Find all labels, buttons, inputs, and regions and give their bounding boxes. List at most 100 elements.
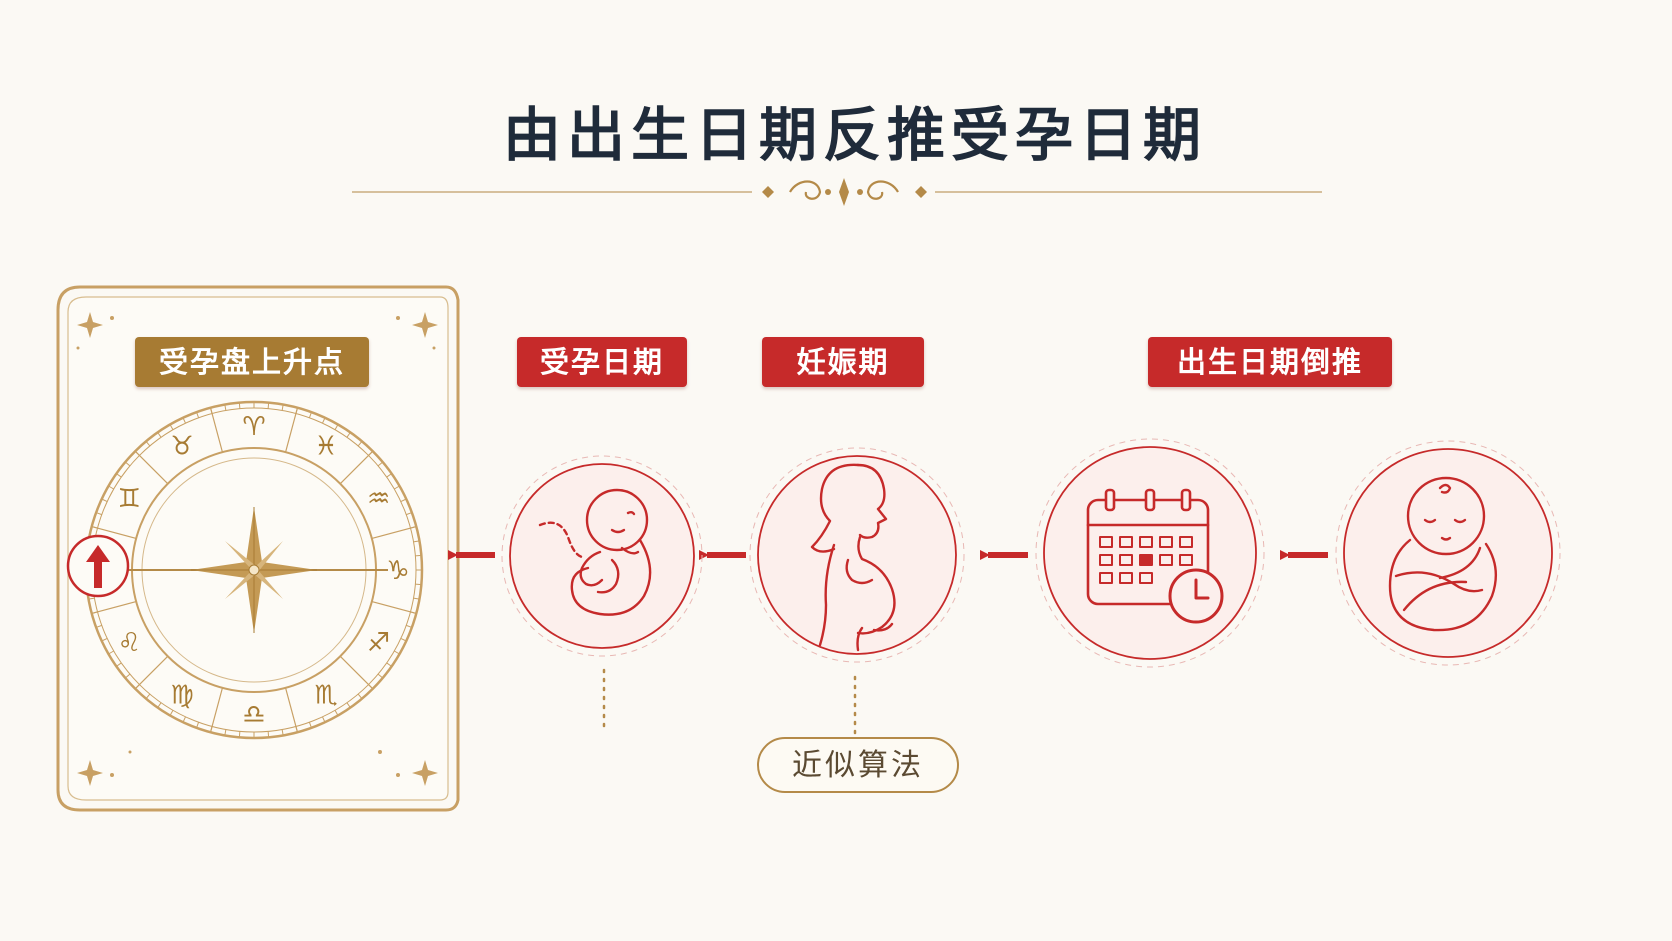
wheel-tick: [281, 729, 284, 736]
zodiac-sign-icon: ♍: [170, 681, 193, 711]
wheel-tick: [95, 624, 102, 628]
approx-method-badge: 近似算法: [757, 737, 959, 793]
wheel-tick: [368, 450, 374, 456]
calendar-cell: [1139, 554, 1153, 566]
swaddled-baby-icon: [1388, 476, 1498, 632]
wheel-tick: [238, 402, 241, 409]
wheel-tick: [334, 424, 339, 430]
calendar-cell: [1099, 536, 1113, 548]
zodiac-sign-icon: ♒: [367, 484, 390, 514]
wheel-tick: [386, 473, 392, 478]
zodiac-sign-icon: ♉: [170, 431, 193, 461]
label-conception-date: 受孕日期: [517, 337, 687, 387]
wheel-tick: [169, 424, 174, 430]
wheel-tick: [101, 638, 108, 642]
wheel-tick: [91, 526, 98, 529]
label-birth-date-reverse: 出生日期倒推: [1148, 337, 1392, 387]
wheel-spoke: [134, 655, 169, 690]
calendar-cell: [1139, 572, 1153, 584]
wheel-tick: [182, 417, 186, 424]
wheel-tick: [267, 402, 270, 409]
wheel-tick: [224, 729, 227, 736]
wheel-tick: [322, 716, 326, 723]
wheel-tick: [322, 417, 326, 424]
calendar-clock-icon: [1086, 488, 1224, 624]
calendar-cell: [1179, 554, 1193, 566]
zodiac-sign-icon: ♑: [386, 556, 409, 586]
wheel-tick: [295, 726, 298, 733]
pregnant-woman-icon: [810, 463, 896, 652]
wheel-tick: [281, 404, 284, 411]
calendar-cell: [1139, 536, 1153, 548]
wheel-tick: [346, 702, 351, 708]
wheel-tick: [95, 512, 102, 516]
wheel-tick: [400, 498, 407, 502]
circle-calendar: [1035, 438, 1265, 668]
wheel-tick: [224, 404, 227, 411]
calendar-cell: [1099, 572, 1113, 584]
wheel-tick: [91, 611, 98, 614]
wheel-tick: [116, 473, 122, 478]
calendar-cell: [1119, 554, 1133, 566]
wheel-tick: [210, 407, 213, 414]
wheel-spoke: [371, 600, 417, 615]
wheel-tick: [357, 693, 363, 700]
wheel-tick: [308, 411, 312, 418]
wheel-tick: [346, 432, 351, 438]
wheel-tick: [145, 693, 151, 700]
wheel-tick: [157, 702, 162, 708]
wheel-spoke: [371, 525, 417, 540]
wheel-spoke: [209, 407, 224, 453]
fetus-icon: [538, 488, 652, 616]
wheel-spoke: [339, 450, 374, 485]
wheel-tick: [295, 407, 298, 414]
wheel-tick: [357, 440, 363, 447]
wheel-spoke: [209, 687, 224, 733]
wheel-tick: [410, 611, 417, 614]
zodiac-sign-icon: ♌: [118, 628, 141, 658]
wheel-tick: [169, 710, 174, 716]
label-pregnancy: 妊娠期: [762, 337, 924, 387]
wheel-tick: [124, 461, 131, 467]
wheel-tick: [108, 485, 114, 490]
wheel-tick: [386, 662, 392, 667]
wheel-spoke: [284, 687, 299, 733]
wheel-tick: [415, 554, 422, 557]
wheel-tick: [394, 485, 400, 490]
title-divider: [352, 178, 1322, 206]
wheel-tick: [116, 662, 122, 667]
calendar-cell: [1099, 554, 1113, 566]
wheel-tick: [134, 450, 140, 456]
zodiac-sign-icon: ♊: [118, 484, 141, 514]
wheel-tick: [101, 498, 108, 502]
wheel-tick: [157, 432, 162, 438]
zodiac-sign-icon: ♎: [242, 700, 265, 730]
wheel-tick: [145, 440, 151, 447]
calendar-cell: [1179, 536, 1193, 548]
wheel-tick: [406, 624, 413, 628]
wheel-tick: [368, 684, 374, 690]
wheel-tick: [394, 650, 400, 655]
wheel-spoke: [284, 407, 299, 453]
wheel-tick: [400, 638, 407, 642]
wheel-tick: [415, 583, 422, 586]
dotted-connectors: [602, 668, 857, 737]
calendar-cell: [1159, 536, 1173, 548]
wheel-tick: [88, 597, 95, 600]
wheel-tick: [334, 710, 339, 716]
calendar-cell: [1119, 572, 1133, 584]
wheel-tick: [238, 731, 241, 738]
calendar-cell: [1119, 536, 1133, 548]
wheel-tick: [413, 540, 420, 543]
wheel-tick: [182, 716, 186, 723]
zodiac-sign-icon: ♏: [314, 681, 337, 711]
wheel-tick: [267, 731, 270, 738]
wheel-tick: [196, 722, 200, 729]
wheel-tick: [196, 411, 200, 418]
ascendant-arrow-icon: [66, 534, 130, 598]
calendar-cell: [1159, 554, 1173, 566]
wheel-spoke: [91, 525, 137, 540]
wheel-tick: [108, 650, 114, 655]
